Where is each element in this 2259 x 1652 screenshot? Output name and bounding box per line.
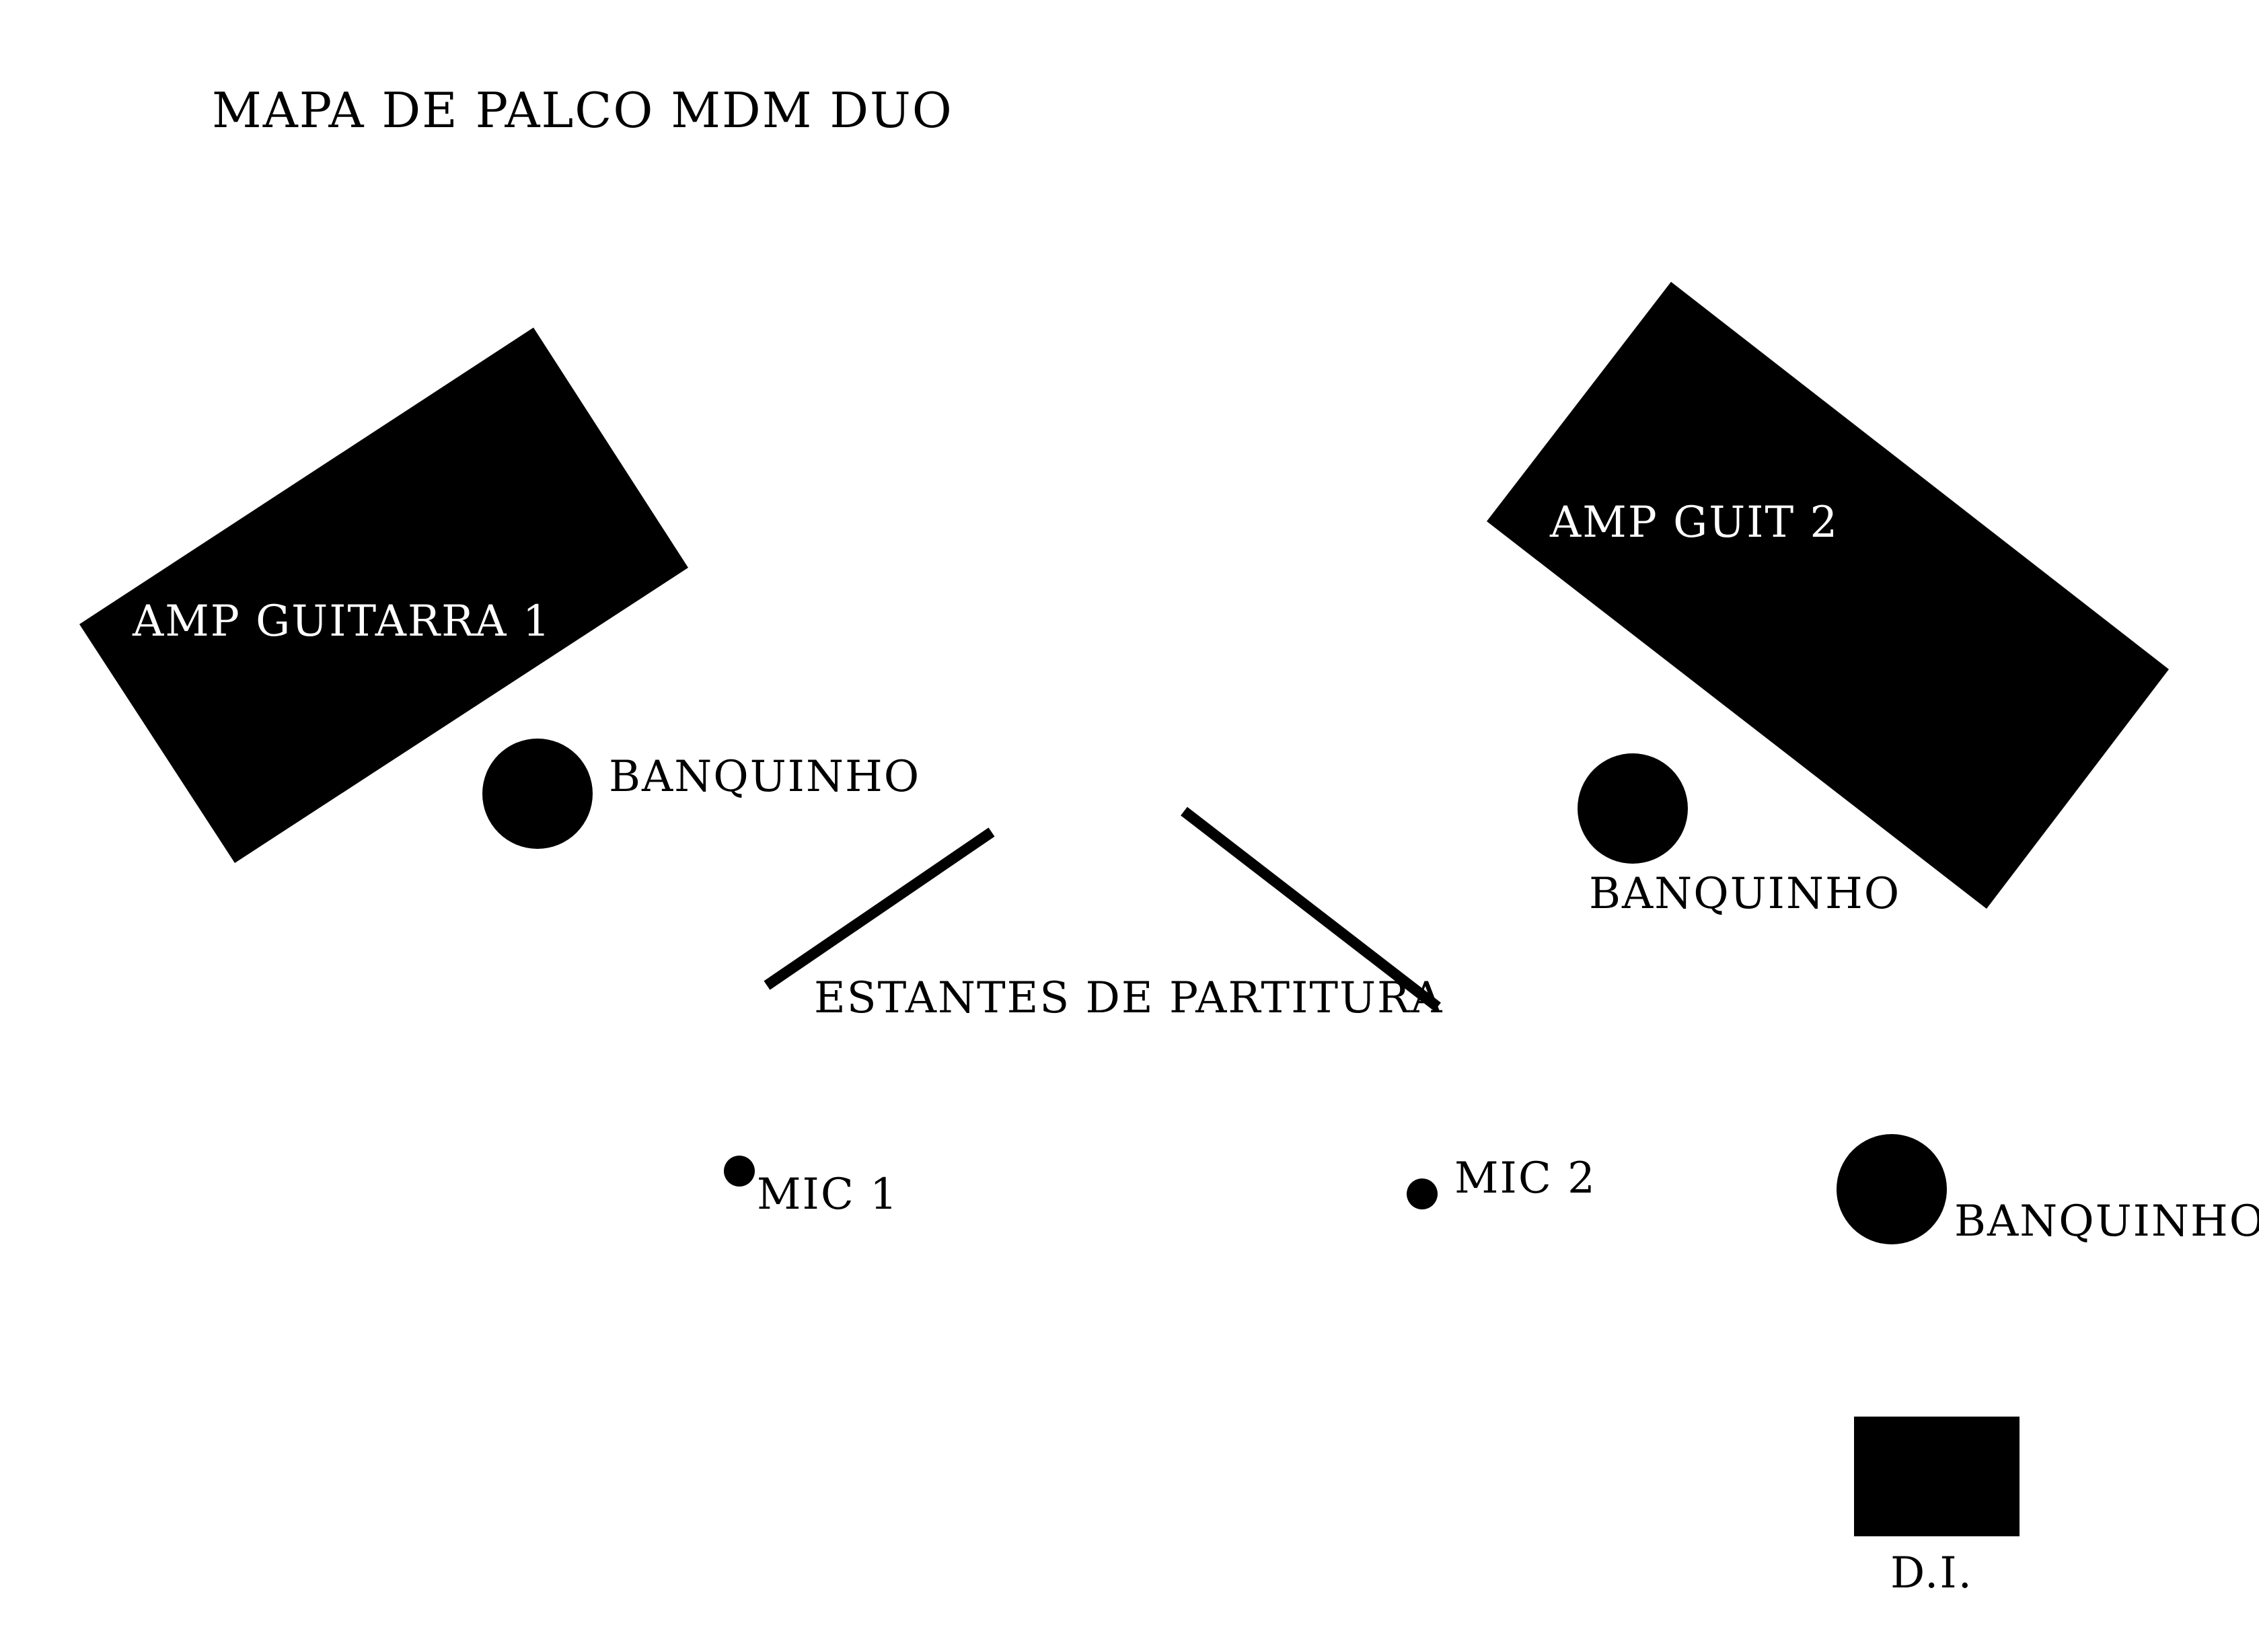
amp-guit-2-shape <box>1487 282 2169 909</box>
mic-2-dot <box>1407 1178 1438 1209</box>
banquinho-1-label: BANQUINHO <box>609 752 921 802</box>
music-stand-right <box>1181 806 1441 1012</box>
amp-guitarra-1-label: AMP GUITARRA 1 <box>133 597 552 646</box>
mic-1-label: MIC 1 <box>757 1170 899 1219</box>
banquinho-2-label: BANQUINHO <box>1589 869 1901 919</box>
music-stand-left <box>764 827 995 990</box>
di-box <box>1854 1417 2020 1536</box>
mic-2-label: MIC 2 <box>1454 1154 1596 1203</box>
estantes-label: ESTANTES DE PARTITURA <box>814 973 1444 1023</box>
banquinho-1-circle <box>482 739 593 849</box>
banquinho-3-label: BANQUINHO <box>1954 1197 2259 1246</box>
amp-guitarra-1-shape <box>79 328 688 863</box>
page-title: MAPA DE PALCO MDM DUO <box>212 82 953 139</box>
di-label: D.I. <box>1890 1548 1973 1598</box>
banquinho-2-circle <box>1578 753 1688 864</box>
banquinho-3-circle <box>1837 1134 1947 1244</box>
mic-1-dot <box>724 1156 755 1187</box>
amp-guit-2-label: AMP GUIT 2 <box>1550 498 1839 548</box>
